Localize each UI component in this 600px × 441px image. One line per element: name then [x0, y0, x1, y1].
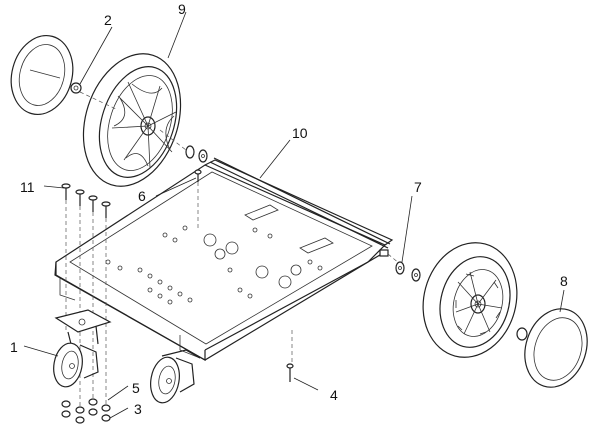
star-washer — [70, 82, 82, 94]
caster-front-right — [150, 349, 201, 404]
bushing-right — [516, 327, 528, 341]
leader-lines — [23, 11, 565, 419]
caster-front-left — [53, 309, 112, 388]
wheel-left — [82, 53, 182, 187]
callout-11: 11 — [20, 179, 35, 195]
callout-4: 4 — [330, 387, 338, 403]
bottom-pin — [286, 363, 294, 382]
callout-8: 8 — [560, 273, 568, 289]
callout-labels: 2 9 10 7 6 11 8 1 4 5 3 — [10, 1, 568, 417]
axle-washers-left — [185, 145, 208, 163]
callout-6: 6 — [138, 188, 146, 204]
carriage-bolts — [61, 169, 202, 218]
nuts-and-washers — [61, 398, 111, 424]
wheel-right — [422, 242, 518, 358]
callout-10: 10 — [292, 125, 308, 141]
assembly-guide-lines — [65, 91, 401, 415]
hub-cap-right — [524, 308, 588, 388]
axle-washers-right — [395, 261, 421, 282]
callout-2: 2 — [104, 12, 112, 28]
hub-cap-left — [10, 34, 74, 116]
callout-7: 7 — [414, 179, 422, 195]
callout-5: 5 — [132, 380, 140, 396]
callout-9: 9 — [178, 1, 186, 17]
callout-3: 3 — [134, 401, 142, 417]
callout-1: 1 — [10, 339, 18, 355]
base-frame — [54, 157, 394, 362]
